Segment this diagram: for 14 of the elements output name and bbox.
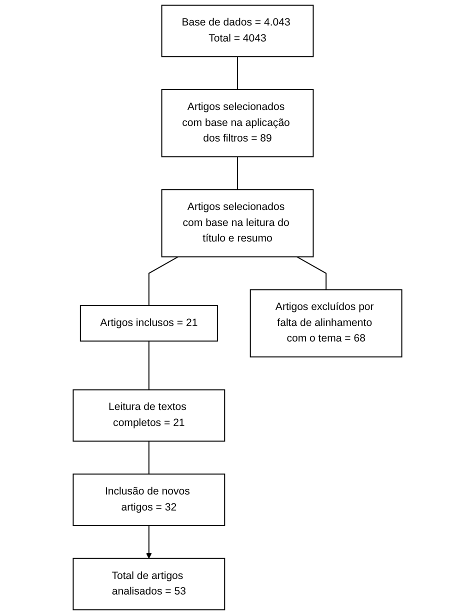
connector [237,156,238,190]
node-box: Leitura de textos completos = 21 [72,389,226,442]
connector [148,340,150,390]
node-box: Artigos inclusos = 21 [80,305,218,342]
node-box: Base de dados = 4.043 Total = 4043 [161,4,314,58]
node-box: Artigos selecionados com base na leitura do título e resumo [161,189,314,258]
node-box: Artigos excluídos por falta de alinhamento com o tema = 68 [250,289,402,358]
node-box: Total de artigos analisados = 53 [72,558,226,610]
connector [296,256,327,290]
arrow [146,524,152,559]
node-box: Artigos selecionados com base na aplicação dos filtros = 89 [161,89,314,158]
connector [148,440,150,475]
connector [237,56,238,90]
node-box: Inclusão de novos artigos = 32 [72,474,226,526]
